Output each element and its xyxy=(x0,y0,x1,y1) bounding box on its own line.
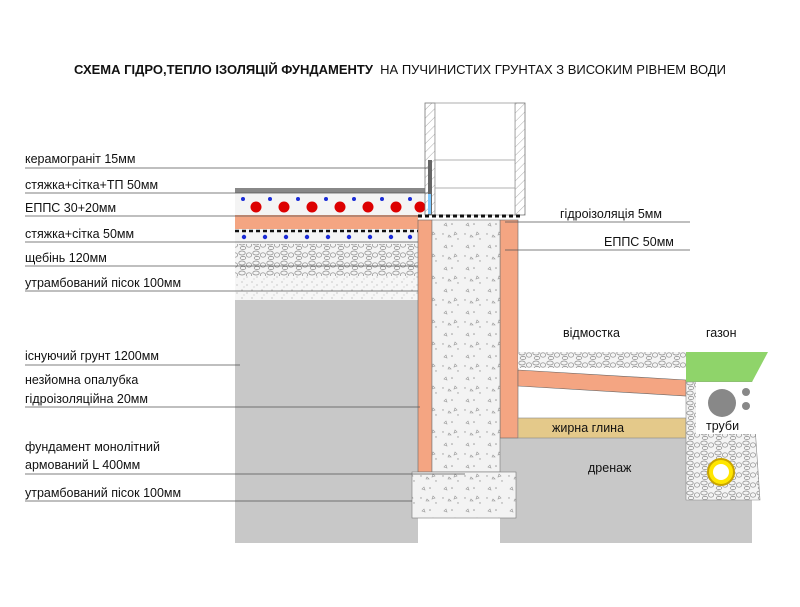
porcelain-tile-layer xyxy=(235,188,428,193)
pipe-bundle-icon xyxy=(708,388,750,417)
wall-body xyxy=(434,102,516,216)
label-pipes: труби xyxy=(706,419,739,433)
label-epps-wall: ЕППС 50мм xyxy=(604,235,674,249)
label-blind-area: відмостка xyxy=(563,326,620,340)
foundation-sand-pad xyxy=(411,471,517,519)
label-footing-sand: утрамбований пісок 100мм xyxy=(25,486,181,500)
heating-pipes xyxy=(250,201,426,213)
label-foundation-1: фундамент монолітний xyxy=(25,440,160,454)
label-formwork-2: гідроізоляційна 20мм xyxy=(25,392,148,406)
formwork-left xyxy=(417,219,433,473)
foundation-concrete xyxy=(431,219,501,473)
label-formwork-1: незйомна опалубка xyxy=(25,373,138,387)
blind-area-epps xyxy=(517,369,687,397)
left-leaders xyxy=(25,167,690,502)
label-screed-mesh: стяжка+сітка 50мм xyxy=(25,227,134,241)
wall-blue-edge xyxy=(428,194,431,214)
label-waterproofing: гідроізоляція 5мм xyxy=(560,207,662,221)
label-clay: жирна глина xyxy=(552,421,624,435)
label-floor-sand: утрамбований пісок 100мм xyxy=(25,276,181,290)
label-drainage: дренаж xyxy=(588,461,632,475)
screed-rebar-dots xyxy=(241,234,413,240)
wall-finish xyxy=(428,160,432,215)
label-lawn: газон xyxy=(706,326,737,340)
lawn-area xyxy=(686,352,768,382)
blind-area-gravel xyxy=(518,352,686,368)
screed-mesh-dots xyxy=(241,197,412,201)
label-crushed-stone: щебінь 120мм xyxy=(25,251,107,265)
title-normal: НА ПУЧИНИСТИХ ГРУНТАХ З ВИСОКИМ РІВНЕМ В… xyxy=(380,62,726,77)
label-heated-screed: стяжка+сітка+ТП 50мм xyxy=(25,178,158,192)
epps-floor-layer xyxy=(235,215,418,229)
crushed-stone-layer xyxy=(235,244,418,276)
existing-soil xyxy=(235,300,418,543)
wall-right-hatch xyxy=(514,102,526,216)
formwork-right xyxy=(499,219,519,439)
label-foundation-2: армований L 400мм xyxy=(25,458,140,472)
title-bold: СХЕМА ГІДРО,ТЕПЛО ІЗОЛЯЦІЙ ФУНДАМЕНТУ xyxy=(74,62,373,77)
floor-sand-layer xyxy=(235,275,418,300)
diagram-title: СХЕМА ГІДРО,ТЕПЛО ІЗОЛЯЦІЙ ФУНДАМЕНТУ НА… xyxy=(0,62,800,77)
label-existing-soil: існуючий грунт 1200мм xyxy=(25,349,159,363)
label-epps-floor: ЕППС 30+20мм xyxy=(25,201,116,215)
label-porcelain: керамограніт 15мм xyxy=(25,152,135,166)
